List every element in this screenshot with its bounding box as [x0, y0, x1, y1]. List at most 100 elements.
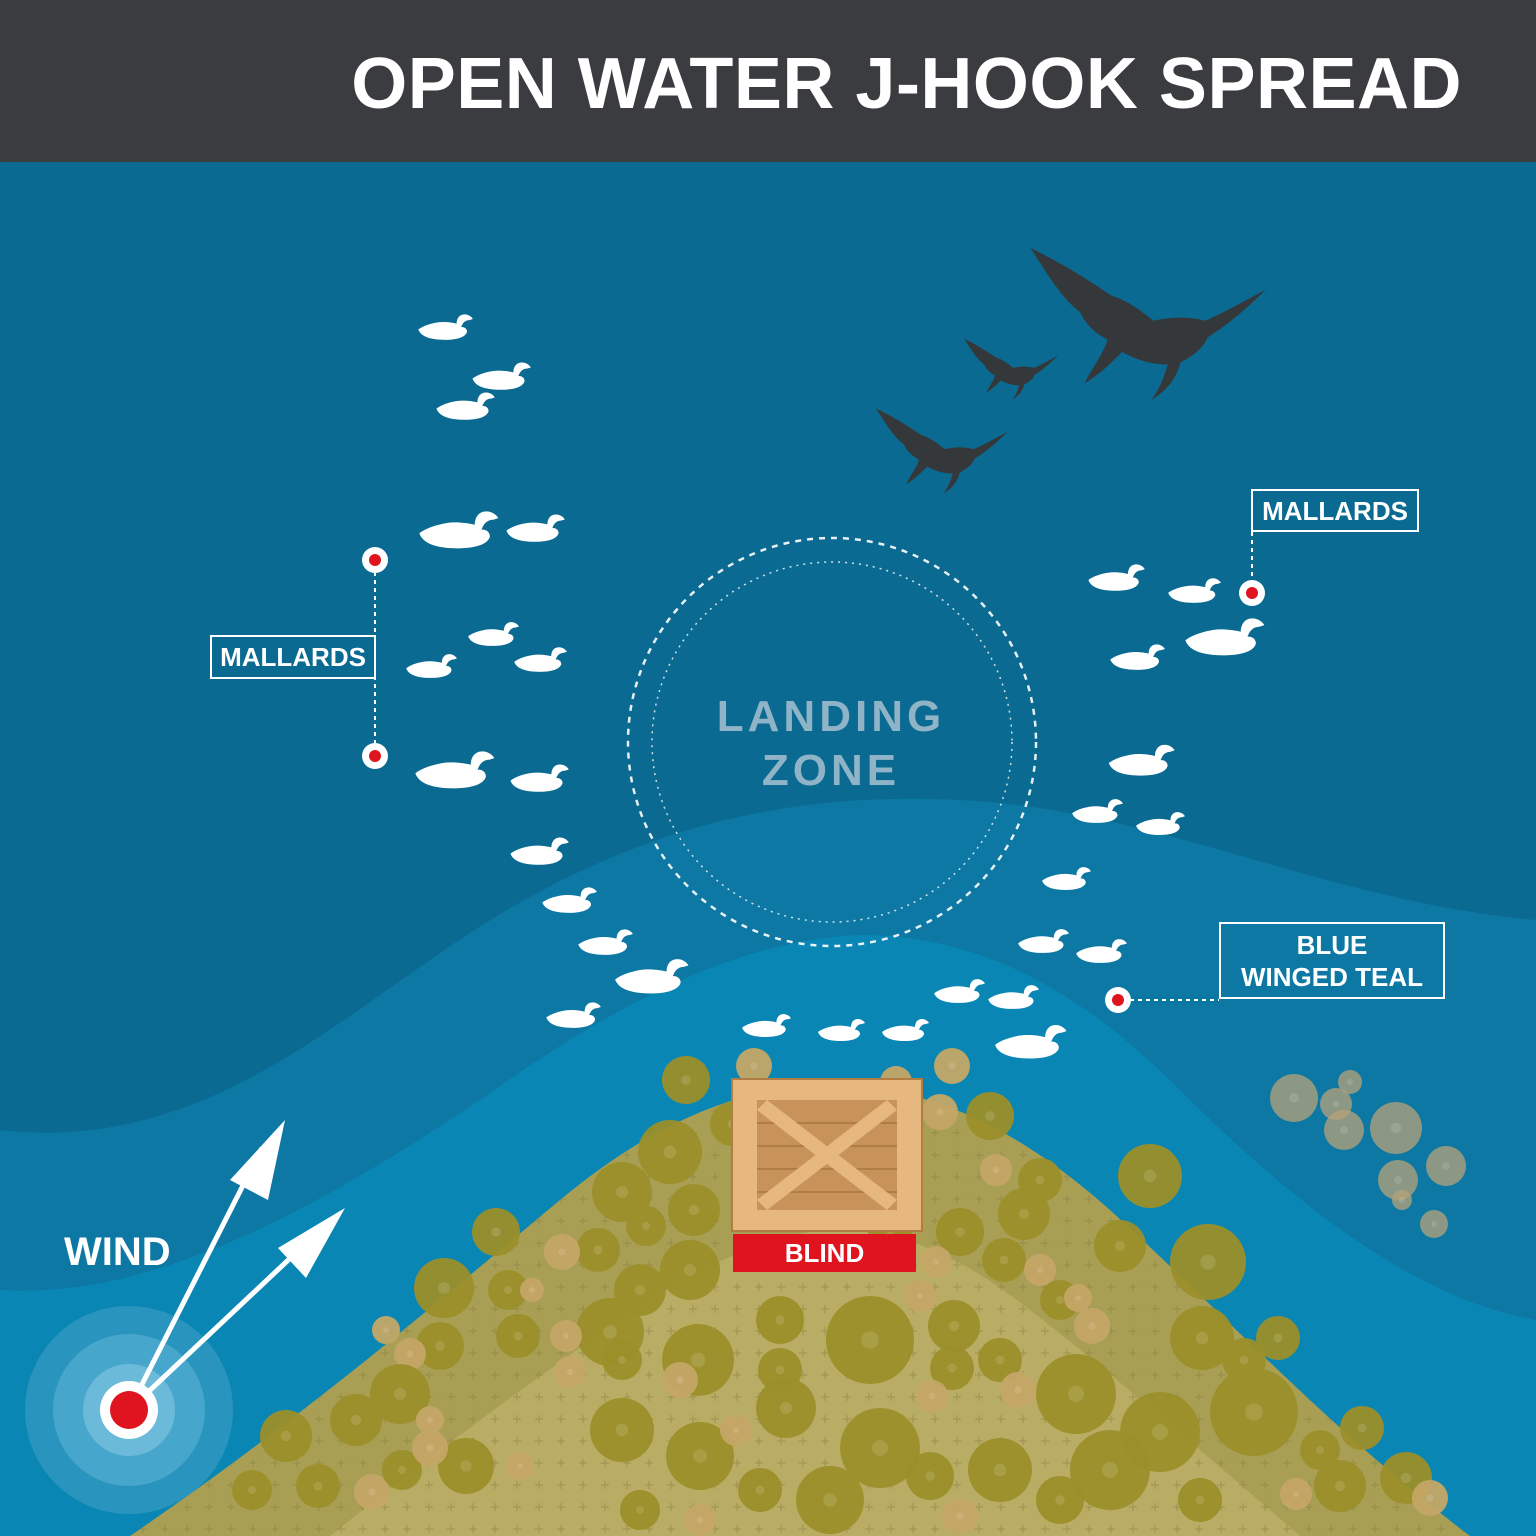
bush-icon — [930, 1346, 974, 1390]
bush-highlight — [1399, 1197, 1405, 1203]
bush-highlight — [1195, 1495, 1205, 1505]
bush-icon — [438, 1438, 494, 1494]
bush-icon — [496, 1314, 540, 1358]
wind-label: WIND — [64, 1230, 171, 1274]
bush-icon — [928, 1300, 980, 1352]
bush-highlight — [1055, 1495, 1065, 1505]
bush-highlight — [925, 1471, 935, 1481]
bush-highlight — [558, 1248, 566, 1256]
bush-highlight — [1075, 1295, 1081, 1301]
bush-highlight — [1332, 1100, 1340, 1108]
teal-label-line-1: BLUE — [1296, 930, 1368, 960]
bush-icon — [414, 1258, 474, 1318]
bush-highlight — [1068, 1386, 1084, 1402]
landing-zone-label: LANDING ZONE — [670, 690, 992, 798]
bush-highlight — [688, 1204, 700, 1216]
teal-label-line-2: WINGED TEAL — [1241, 962, 1423, 992]
bush-icon — [590, 1398, 654, 1462]
bush-icon — [934, 1048, 970, 1084]
bush-icon — [666, 1422, 734, 1490]
bush-icon — [1070, 1430, 1150, 1510]
bush-highlight — [1357, 1423, 1367, 1433]
bush-highlight — [948, 1320, 960, 1332]
bush-highlight — [1102, 1462, 1118, 1478]
red-marker-icon — [362, 547, 388, 573]
bush-icon — [942, 1498, 978, 1534]
landing-zone-line-1: LANDING — [716, 692, 946, 741]
bush-highlight — [529, 1287, 535, 1293]
bush-icon — [1420, 1210, 1448, 1238]
bush-highlight — [775, 1365, 785, 1375]
bush-icon — [554, 1356, 586, 1388]
bush-icon — [370, 1364, 430, 1424]
bush-icon — [412, 1430, 448, 1466]
bush-highlight — [1195, 1331, 1209, 1345]
bush-icon — [544, 1234, 580, 1270]
mallards-left-label: MALLARDS — [210, 635, 376, 679]
bush-highlight — [1018, 1208, 1030, 1220]
bush-highlight — [690, 1352, 706, 1368]
bush-icon — [936, 1208, 984, 1256]
bush-icon — [550, 1320, 582, 1352]
bush-highlight — [394, 1388, 406, 1400]
bush-cluster — [232, 1048, 1466, 1536]
blue-winged-teal-label: BLUE WINGED TEAL — [1219, 922, 1445, 999]
bush-icon — [620, 1490, 660, 1530]
bush-highlight — [1347, 1079, 1353, 1085]
bush-highlight — [1014, 1386, 1022, 1394]
bush-highlight — [1036, 1266, 1044, 1274]
bush-highlight — [603, 1325, 617, 1339]
bush-highlight — [775, 1315, 785, 1325]
bush-icon — [662, 1056, 710, 1104]
bush-highlight — [398, 1466, 406, 1474]
bush-highlight — [955, 1227, 965, 1237]
bush-icon — [520, 1278, 544, 1302]
bush-icon — [416, 1406, 444, 1434]
bush-icon — [1118, 1144, 1182, 1208]
bush-highlight — [780, 1402, 792, 1414]
bush-highlight — [1292, 1490, 1300, 1498]
bush-icon — [488, 1270, 528, 1310]
bush-highlight — [1114, 1240, 1126, 1252]
mallards-right-label: MALLARDS — [1251, 489, 1419, 532]
bush-highlight — [956, 1512, 964, 1520]
bush-icon — [638, 1120, 702, 1184]
bush-highlight — [676, 1376, 684, 1384]
red-marker-icon — [1105, 987, 1131, 1013]
bush-highlight — [693, 1449, 707, 1463]
bush-icon — [1392, 1190, 1412, 1210]
bush-icon — [506, 1452, 534, 1480]
bush-icon — [920, 1246, 952, 1278]
bush-icon — [756, 1378, 816, 1438]
bush-icon — [1178, 1478, 1222, 1522]
bush-highlight — [517, 1463, 523, 1469]
bush-highlight — [1334, 1480, 1346, 1492]
bush-icon — [576, 1228, 620, 1272]
bush-highlight — [460, 1460, 472, 1472]
bush-icon — [1036, 1476, 1084, 1524]
bush-highlight — [872, 1440, 888, 1456]
bush-highlight — [426, 1444, 434, 1452]
bush-icon — [354, 1474, 390, 1510]
bush-icon — [394, 1338, 426, 1370]
bush-icon — [372, 1316, 400, 1344]
bush-highlight — [1316, 1446, 1324, 1454]
bush-highlight — [993, 1463, 1007, 1477]
bush-icon — [720, 1414, 752, 1446]
wind-arrow-icon — [25, 1120, 345, 1514]
bush-highlight — [1442, 1162, 1450, 1170]
bush-highlight — [1152, 1424, 1168, 1440]
bush-highlight — [1056, 1296, 1064, 1304]
bush-highlight — [928, 1392, 936, 1400]
bush-highlight — [732, 1426, 740, 1434]
bush-icon — [1340, 1406, 1384, 1450]
bush-icon — [668, 1184, 720, 1236]
bush-highlight — [616, 1186, 628, 1198]
bush-icon — [796, 1466, 864, 1534]
bush-highlight — [663, 1145, 677, 1159]
bush-icon — [916, 1380, 948, 1412]
bush-icon — [1000, 1372, 1036, 1408]
bush-highlight — [248, 1486, 256, 1494]
bush-icon — [1378, 1160, 1418, 1200]
title-bar: OPEN WATER J-HOOK SPREAD — [0, 0, 1536, 162]
